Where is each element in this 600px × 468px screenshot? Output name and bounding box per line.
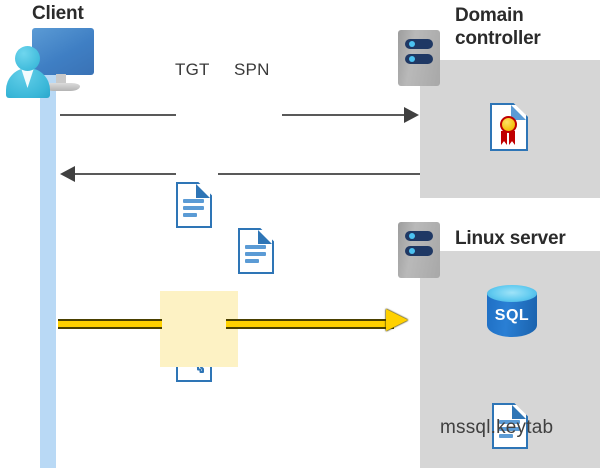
sql-database-icon: SQL	[487, 285, 537, 343]
client-lifeline	[40, 72, 56, 468]
keytab-filename-label: mssql.keytab	[440, 417, 554, 438]
server-led-icon	[409, 233, 415, 239]
monitor-base-icon	[44, 83, 80, 91]
request-arrow-segment-left	[60, 114, 176, 116]
workstation-user-icon	[4, 28, 100, 100]
server-bay-icon	[405, 54, 433, 64]
document-textline-icon	[499, 420, 520, 424]
response-arrowhead-icon	[60, 166, 75, 182]
server-bay-icon	[405, 39, 433, 49]
server-bay-icon	[405, 246, 433, 256]
tgt-label: TGT	[175, 60, 210, 79]
client-title: Client	[32, 3, 84, 24]
server-led-icon	[409, 41, 415, 47]
service-ticket-arrow-segment-right	[226, 319, 394, 329]
document-textline-icon	[499, 427, 520, 431]
document-sheet-icon	[492, 403, 528, 449]
document-sheet-icon	[238, 228, 274, 274]
document-textline-icon	[245, 245, 266, 249]
document-textline-icon	[183, 206, 204, 210]
document-fold-icon	[196, 184, 210, 198]
spn-document-icon	[238, 228, 274, 274]
linux-server-title: Linux server	[455, 228, 566, 249]
monitor-screen-icon	[32, 28, 94, 75]
certificate-document-icon	[490, 103, 528, 151]
spn-label: SPN	[234, 60, 270, 79]
highlight-band	[160, 291, 238, 367]
domain-controller-server-icon	[398, 30, 440, 86]
linux-server-icon	[398, 222, 440, 278]
seal-ribbon-icon	[501, 131, 507, 145]
server-led-icon	[409, 248, 415, 254]
sql-label: SQL	[494, 307, 530, 324]
service-ticket-arrow-segment-left	[58, 319, 162, 329]
person-head-icon	[15, 46, 40, 71]
response-arrow-segment-right	[218, 173, 420, 175]
document-textline-icon	[183, 199, 204, 203]
response-arrow-segment-left	[74, 173, 176, 175]
document-fold-icon	[258, 230, 272, 244]
document-sheet-icon	[176, 182, 212, 228]
domain-controller-title: Domain controller	[455, 5, 541, 49]
document-textline-icon	[245, 252, 266, 256]
server-led-icon	[409, 56, 415, 62]
document-textline-icon	[499, 434, 513, 438]
seal-rosette-icon	[500, 116, 517, 133]
request-arrowhead-icon	[404, 107, 419, 123]
document-textline-icon	[245, 259, 259, 263]
monitor-neck-icon	[56, 74, 66, 85]
database-top-icon	[487, 285, 537, 302]
service-ticket-arrowhead-icon	[386, 309, 408, 331]
document-textline-icon	[183, 213, 197, 217]
seal-ribbon-icon	[509, 131, 515, 145]
server-bay-icon	[405, 231, 433, 241]
keytab-document-icon	[492, 403, 528, 449]
tgt-document-icon	[176, 182, 212, 228]
request-arrow-segment-right	[282, 114, 410, 116]
